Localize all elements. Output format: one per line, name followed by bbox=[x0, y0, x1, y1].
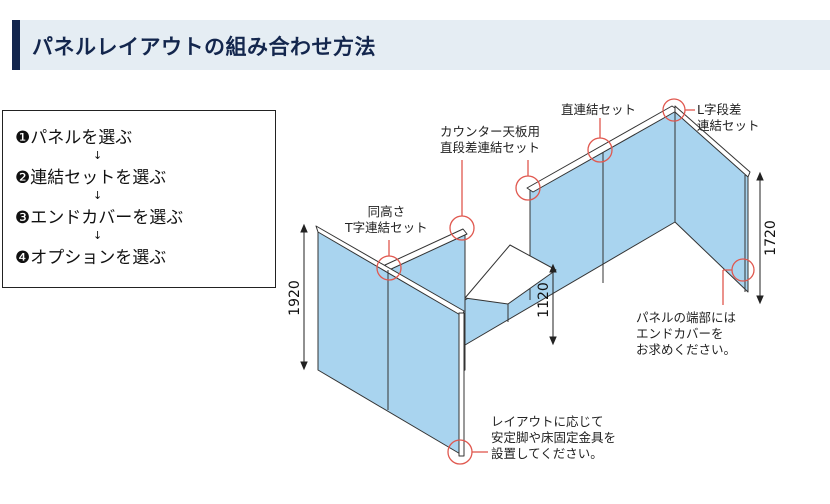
callout-stabilizer: レイアウトに応じて 安定脚や床固定金具を 設置してください。 bbox=[491, 414, 617, 461]
arrow-head bbox=[300, 361, 308, 371]
title-bar: パネルレイアウトの組み合わせ方法 bbox=[12, 20, 830, 70]
arrow-head bbox=[300, 223, 308, 233]
panel-cap bbox=[674, 105, 751, 178]
step-3: ❸エンドカバーを選ぶ bbox=[15, 208, 184, 228]
step-arrow: ↓ bbox=[93, 229, 103, 242]
arrow-head bbox=[756, 295, 764, 305]
counter-top bbox=[464, 244, 557, 305]
step-4: ❹オプションを選ぶ bbox=[15, 248, 167, 268]
callout-straight-joint: 直連結セット bbox=[561, 102, 637, 117]
page-title: パネルレイアウトの組み合わせ方法 bbox=[32, 35, 376, 59]
arrow-head bbox=[756, 171, 764, 181]
step-2: ❷連結セットを選ぶ bbox=[15, 168, 167, 188]
callout-end-cover: パネルの端部には エンドカバーを お求めください。 bbox=[636, 310, 737, 357]
arrow-head bbox=[549, 336, 557, 346]
dimension-1720: 1720 bbox=[762, 220, 779, 256]
arrow-head bbox=[549, 263, 557, 273]
step-arrow: ↓ bbox=[93, 149, 103, 162]
steps-box: ❶パネルを選ぶ ↓ ❷連結セットを選ぶ ↓ ❸エンドカバーを選ぶ ↓ ❹オプショ… bbox=[2, 110, 276, 288]
dimension-1920: 1920 bbox=[286, 280, 303, 316]
dimension-1120: 1120 bbox=[535, 282, 552, 318]
callout-l-joint: L字段差 連結セット bbox=[697, 102, 760, 133]
title-accent bbox=[12, 20, 20, 70]
callout-counter-joint: カウンター天板用 直段差連結セット bbox=[440, 124, 541, 155]
step-1: ❶パネルを選ぶ bbox=[15, 128, 133, 148]
step-arrow: ↓ bbox=[93, 189, 103, 202]
right-wall-panel bbox=[674, 109, 749, 293]
callout-t-joint: 同高さ T字連結セット bbox=[345, 204, 428, 235]
panel-end-edge bbox=[458, 312, 465, 457]
